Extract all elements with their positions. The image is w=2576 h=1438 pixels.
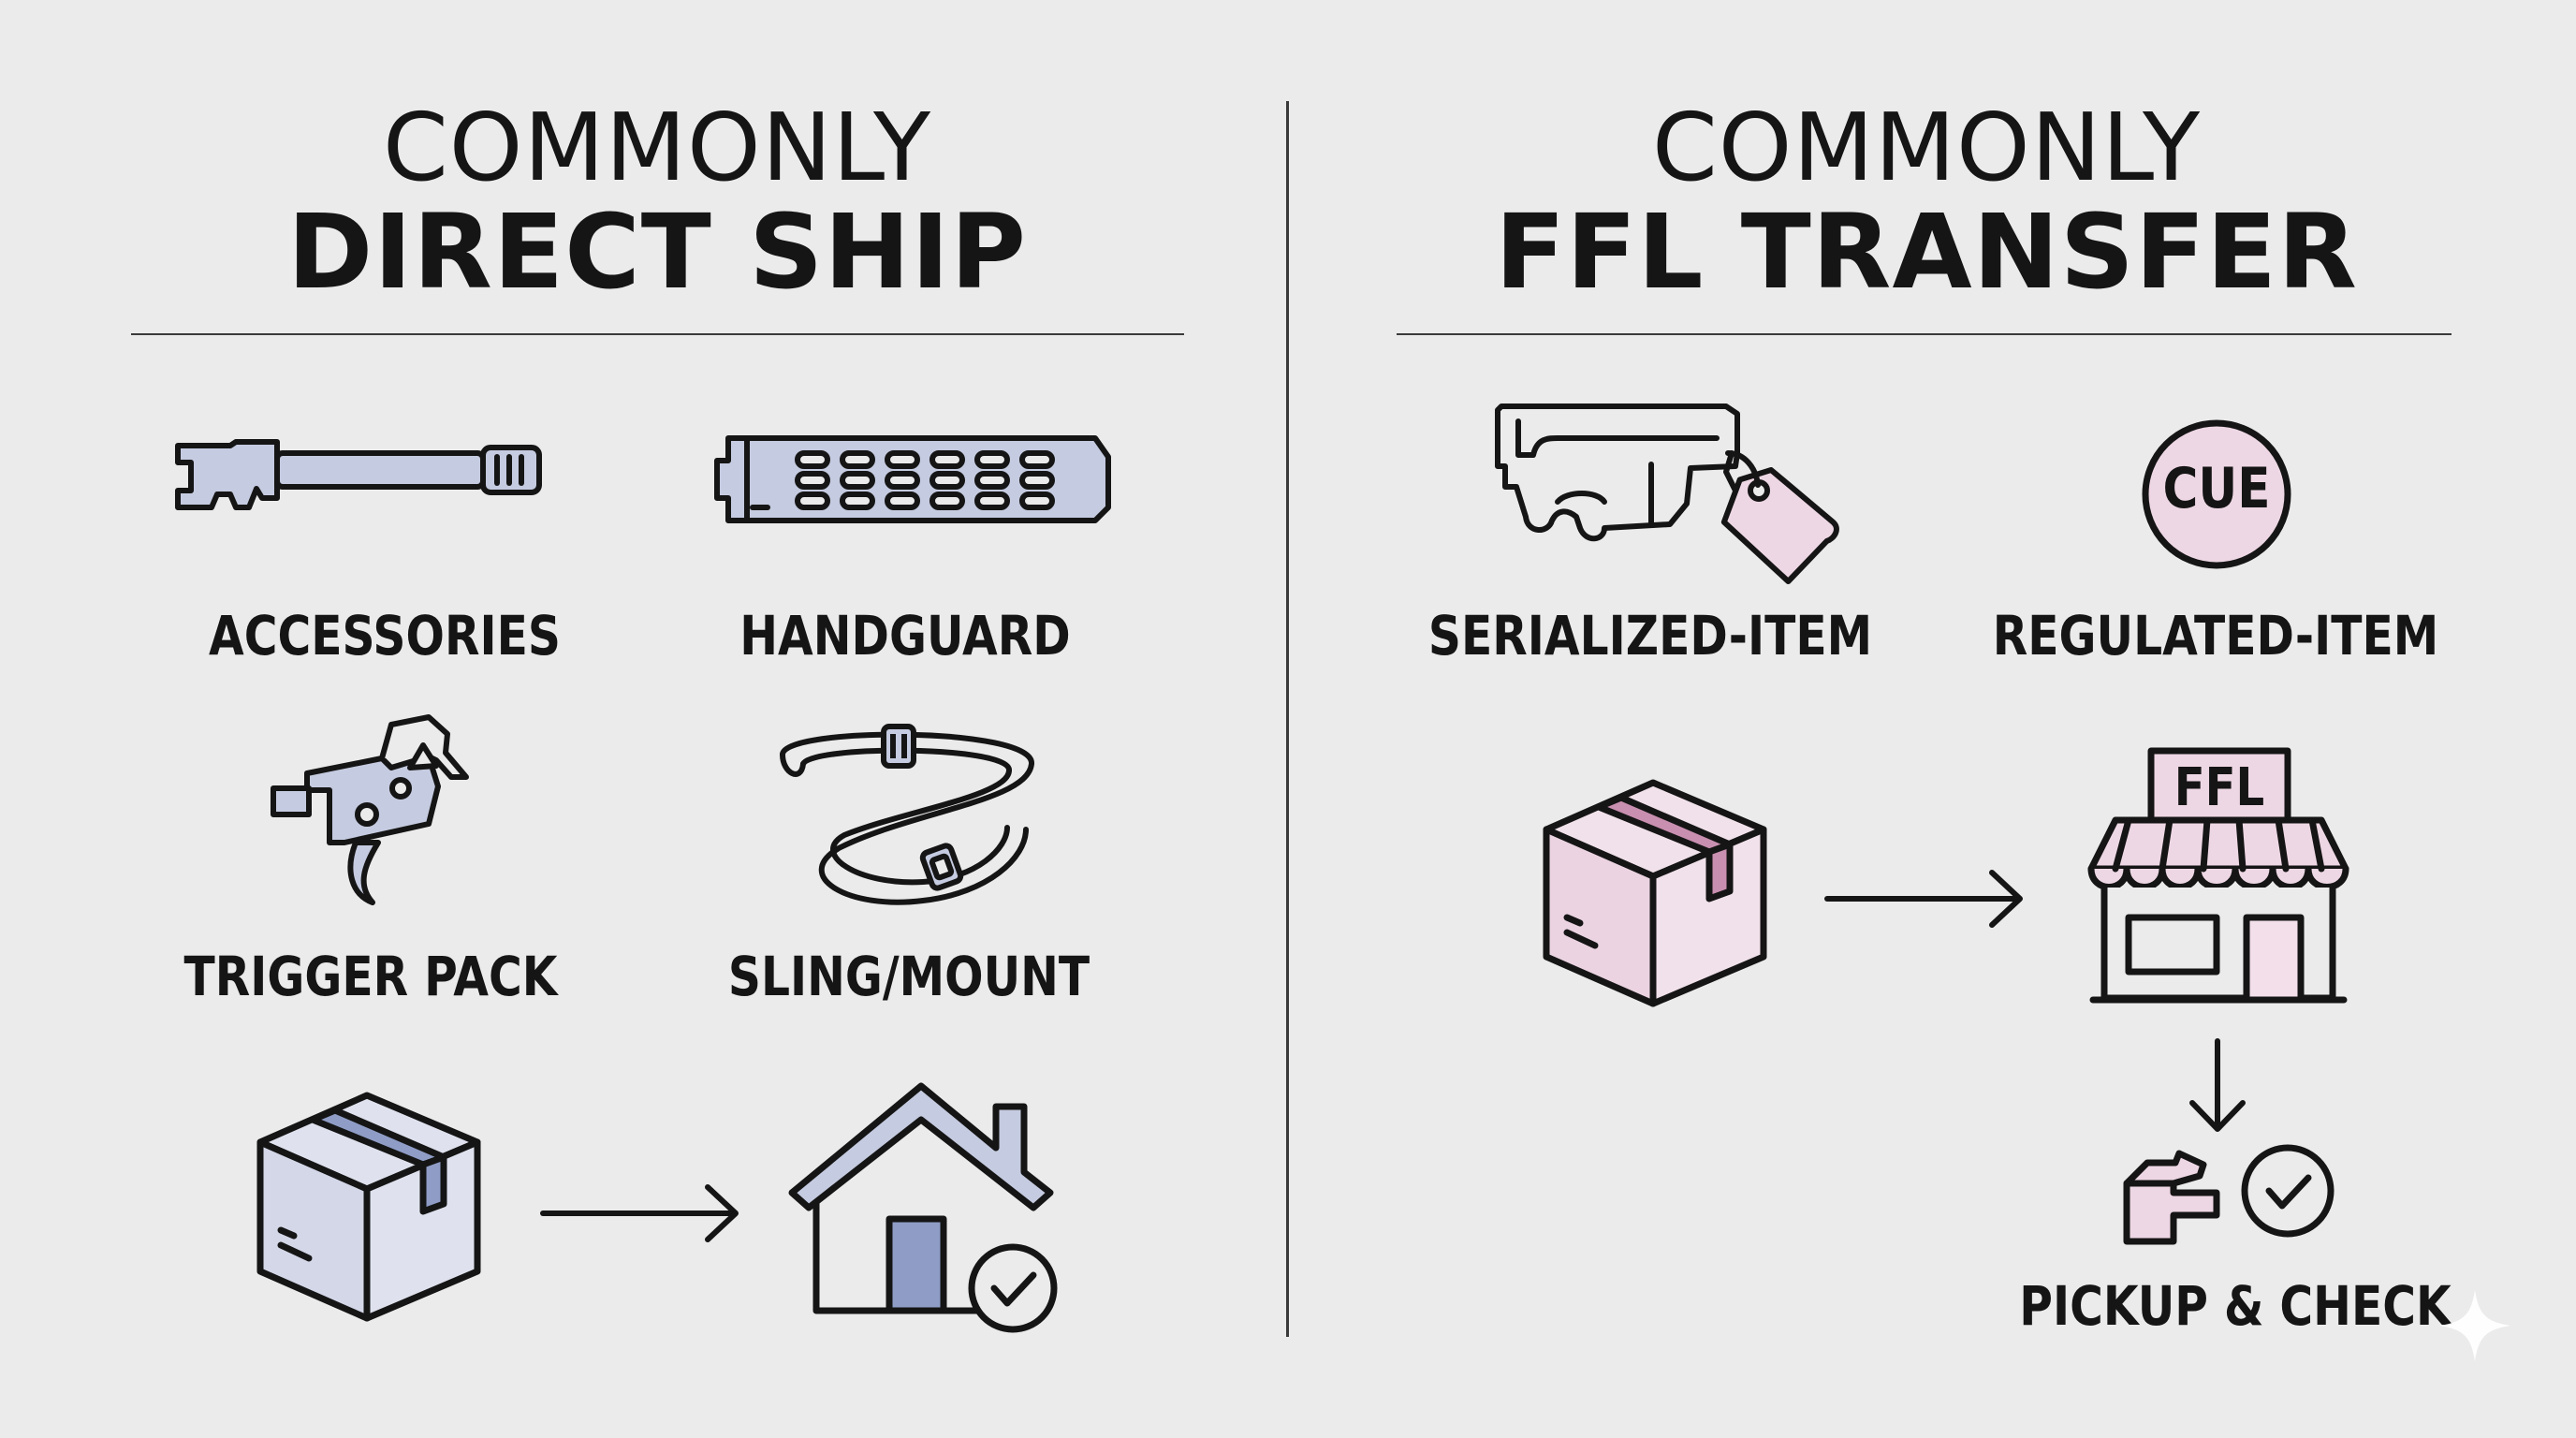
trigger-pack-icon (271, 714, 469, 905)
home-check-icon (788, 1082, 1058, 1333)
right-heading-line2: FFL TRANSFER (1495, 192, 2358, 312)
left-heading-rule (131, 333, 1184, 335)
arrow-down-icon (2189, 1038, 2246, 1132)
barrel-icon (175, 439, 542, 510)
package-icon (1543, 779, 1767, 1007)
cue-badge-text: CUE (2162, 456, 2271, 521)
sparkle-icon (2439, 1290, 2510, 1361)
column-divider (1286, 101, 1289, 1337)
left-heading-line1: COMMONLY (382, 93, 932, 202)
arrow-right-icon (540, 1184, 739, 1242)
right-heading-line1: COMMONLY (1651, 93, 2202, 202)
item-label-accessories: ACCESSORIES (209, 604, 561, 668)
item-label-handguard: HANDGUARD (739, 604, 1071, 668)
pickup-check-icon (2123, 1144, 2334, 1245)
item-label-trigger-pack: TRIGGER PACK (183, 945, 558, 1008)
pickup-check-label: PICKUP & CHECK (2019, 1274, 2452, 1338)
sling-icon (780, 724, 1034, 905)
item-label-serialized-item: SERIALIZED-ITEM (1427, 604, 1873, 668)
lower-receiver-tag-icon (1495, 404, 1839, 585)
package-icon (256, 1092, 481, 1322)
handguard-icon (714, 435, 1111, 523)
cue-badge-icon (2142, 419, 2291, 569)
left-heading-line2: DIRECT SHIP (287, 192, 1027, 312)
item-label-regulated-item: REGULATED-ITEM (1992, 604, 2439, 668)
ffl-store-icon (2087, 747, 2349, 1004)
item-label-sling-mount: SLING/MOUNT (727, 945, 1090, 1008)
right-heading-rule (1397, 333, 2452, 335)
arrow-right-icon (1824, 870, 2023, 928)
ffl-store-sign-text: FFL (2174, 757, 2265, 818)
